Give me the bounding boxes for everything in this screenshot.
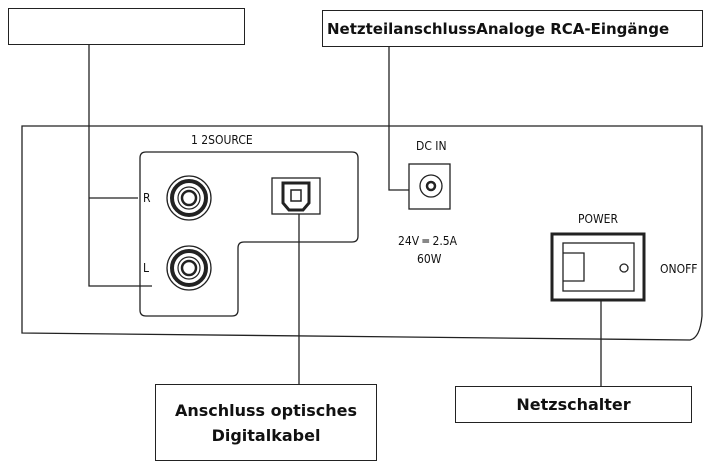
source-label: 1 2SOURCE <box>191 133 253 147</box>
optical-callout-line-2: Digitalkabel <box>211 425 321 445</box>
leader-dc <box>388 47 409 191</box>
power-connector-callout-box: NetzteilanschlussAnaloge RCA-Eingänge <box>322 10 703 47</box>
power-switch-callout-box: Netzschalter <box>455 386 692 423</box>
wattage-label: 60W <box>417 252 442 266</box>
voltage-rating-label: 24V ═ 2.5A <box>398 234 458 248</box>
power-switch-label: POWER <box>578 212 619 226</box>
leader-rca <box>88 45 152 287</box>
dc-jack-icon <box>408 163 451 210</box>
power-connector-callout-label: NetzteilanschlussAnaloge RCA-Eingänge <box>327 19 670 38</box>
rca-jack-l-icon <box>166 245 212 291</box>
rocker-switch-icon <box>550 232 646 302</box>
rca-l-label: L <box>143 261 150 275</box>
dc-in-label: DC IN <box>416 139 447 153</box>
rca-jack-r-icon <box>166 175 212 221</box>
power-switch-callout-label: Netzschalter <box>516 395 631 414</box>
on-off-label: ONOFF <box>660 262 698 276</box>
optical-port-icon <box>271 177 321 215</box>
optical-connector-callout-box: Anschluss optisches Digitalkabel <box>155 384 377 461</box>
device-body <box>21 125 703 341</box>
rca-r-label: R <box>143 191 151 205</box>
source-section-outline <box>139 151 359 317</box>
optical-callout-line-1: Anschluss optisches <box>174 400 357 420</box>
rca-inputs-callout-box <box>8 8 245 45</box>
